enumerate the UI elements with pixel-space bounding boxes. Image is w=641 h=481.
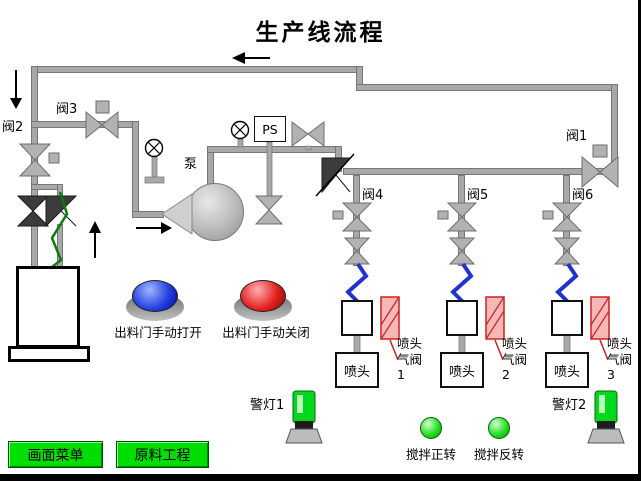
window-right-edge (638, 0, 641, 481)
spray-head-label: 喷头 (343, 364, 370, 380)
valve-5-symbol[interactable] (437, 202, 478, 265)
valve-2-label: 阀2 (2, 120, 24, 135)
spray-connector-2 (458, 333, 466, 355)
spray-head-label: 喷头 (553, 364, 580, 380)
spray-connector-3 (563, 333, 571, 355)
nozzle-feed-box-1 (341, 300, 373, 336)
air-valve-3-pointer (599, 339, 609, 361)
warning-light-1 (285, 390, 323, 444)
discharge-close-label: 出料门手动关闭 (222, 325, 310, 340)
flex-hose-1 (345, 262, 369, 304)
valve-1-label: 阀1 (566, 129, 588, 144)
ps-stem (266, 141, 273, 197)
valve-6-label: 阀6 (572, 188, 594, 203)
page-title: 生产线流程 (255, 20, 386, 46)
flex-hose-2 (450, 262, 474, 304)
spray-head-label: 喷头 (448, 364, 475, 380)
nozzle-feed-box-2 (446, 300, 478, 336)
air-valve-2-label: 喷头气阀2 (502, 336, 528, 383)
discharge-open-button[interactable] (132, 280, 178, 312)
discharge-open-label: 出料门手动打开 (114, 325, 202, 340)
flow-arrow-right-icon (136, 222, 172, 234)
valve-3-symbol[interactable] (85, 100, 119, 140)
valve-5-label: 阀5 (467, 188, 489, 203)
pump-body[interactable] (186, 183, 244, 241)
flow-arrow-left-icon (232, 52, 270, 64)
mixer-forward-label: 搅拌正转 (405, 447, 456, 462)
menu-button-screen[interactable]: 画面菜单 (8, 441, 103, 468)
tank-valve-left-symbol[interactable] (16, 195, 50, 227)
air-valve-2-pointer (494, 339, 504, 361)
pressure-switch: PS (254, 116, 286, 142)
air-valve-3-label: 喷头气阀3 (607, 336, 633, 383)
pump-inlet-cone (161, 193, 193, 235)
material-tank-base (8, 346, 90, 362)
air-valve-1-label: 喷头气阀1 (397, 336, 423, 383)
header-junction-valve-symbol[interactable] (315, 153, 355, 197)
spray-head-box-1: 喷头 (335, 352, 379, 388)
spray-head-box-3: 喷头 (545, 352, 589, 388)
material-tank (16, 266, 80, 348)
warning-light-2 (587, 390, 625, 444)
mixer-forward-light (420, 417, 442, 439)
mixer-reverse-light (488, 417, 510, 439)
menu-button-screen-label: 画面菜单 (27, 447, 84, 464)
valve-4-symbol[interactable] (332, 202, 373, 265)
valve-1-symbol[interactable] (581, 144, 619, 189)
valve-6-symbol[interactable] (542, 202, 583, 265)
flow-arrow-up-icon (89, 221, 101, 258)
tank-valve-right-symbol[interactable] (45, 195, 78, 228)
air-valve-2-indicator[interactable] (485, 296, 505, 340)
nozzle-feed-box-3 (551, 300, 583, 336)
spray-connector-1 (353, 333, 361, 355)
valve-3-label: 阀3 (56, 102, 78, 117)
flex-hose-3 (555, 262, 579, 304)
drain-valve-symbol[interactable] (254, 195, 284, 225)
discharge-line-valve-symbol[interactable] (291, 121, 325, 151)
menu-button-material-label: 原料工程 (134, 447, 191, 464)
air-valve-3-indicator[interactable] (590, 296, 610, 340)
mixer-reverse-label: 搅拌反转 (473, 447, 524, 462)
valve-4-label: 阀4 (362, 188, 384, 203)
valve-2-symbol[interactable] (18, 143, 60, 177)
pressure-switch-label: PS (262, 121, 278, 137)
menu-button-material[interactable]: 原料工程 (116, 441, 209, 468)
pressure-gauge-2-icon (230, 120, 250, 148)
pump-label: 泵 (184, 157, 198, 172)
warning-light-2-label: 警灯2 (552, 398, 587, 413)
flow-arrow-down-icon (10, 70, 22, 109)
discharge-close-button[interactable] (240, 280, 286, 312)
pressure-gauge-1-icon (144, 138, 165, 184)
air-valve-1-pointer (389, 339, 399, 361)
air-valve-1-indicator[interactable] (380, 296, 400, 340)
spray-head-box-2: 喷头 (440, 352, 484, 388)
window-bottom-edge (0, 474, 641, 481)
warning-light-1-label: 警灯1 (250, 398, 285, 413)
